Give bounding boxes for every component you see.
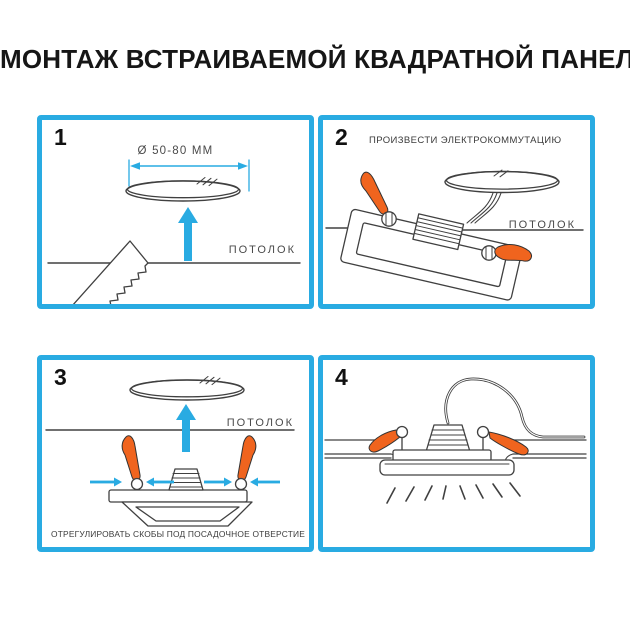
step-number: 4 [335,364,348,390]
clip-hinge-right [234,477,248,491]
spring-clip-right [481,243,532,262]
power-wires [466,192,502,224]
ceiling-label: ПОТОЛОК [226,417,294,429]
ceiling-hole-disc [129,376,245,401]
saw-icon [72,240,149,304]
adjust-arrows [90,477,280,487]
insert-up-arrow [178,207,198,261]
driver-box [168,468,204,491]
step-caption: ПРОИЗВЕСТИ ЭЛЕКТРОКОММУТАЦИЮ [369,135,562,146]
step4-illustration [324,377,587,504]
panel-body [108,489,253,527]
step-number: 3 [54,364,67,390]
panel-disc [125,177,241,202]
ceiling-hole-disc [444,169,560,194]
light-rays [386,482,521,504]
clip-hinge-right [476,425,490,439]
step-number: 2 [335,124,348,150]
spring-clip-right [488,431,529,456]
page-title: МОНТАЖ ВСТРАИВАЕМОЙ КВАДРАТНОЙ ПАНЕЛИ [0,44,630,74]
step-panel-4: 4 [318,355,595,552]
clip-hinge-left [395,425,409,439]
spring-clip-left [121,435,141,482]
step-number: 1 [54,124,67,150]
power-wire [444,377,586,439]
clip-hinge-left [130,477,144,491]
insert-up-arrow [176,404,196,452]
spring-clip-right [237,435,257,482]
step2-illustration [325,169,584,301]
driver-box [412,213,465,251]
panel-body [379,449,515,476]
step-caption: ОТРЕГУЛИРОВАТЬ СКОБЫ ПОД ПОСАДОЧНОЕ ОТВЕ… [51,529,306,539]
step-panel-1: 1 Ø 50-80 ММ ПОТОЛОК [37,115,314,309]
step1-illustration [47,159,301,304]
panel-body [340,208,523,301]
ceiling-label: ПОТОЛОК [508,219,576,231]
hole-diameter-label: Ø 50-80 ММ [137,145,214,157]
step3-illustration [45,376,295,527]
step-panel-3: 3 ПОТОЛОК ОТРЕГУЛИРОВАТЬ СКОБЫ ПОД ПОСАД… [37,355,314,552]
spring-clip-left [368,429,401,453]
diameter-dimension-arrow [128,159,250,192]
step-panel-2: 2 ПРОИЗВЕСТИ ЭЛЕКТРОКОММУТАЦИЮ ПОТОЛОК [318,115,595,309]
spring-clip-left [360,171,397,227]
ceiling-label: ПОТОЛОК [228,244,296,256]
